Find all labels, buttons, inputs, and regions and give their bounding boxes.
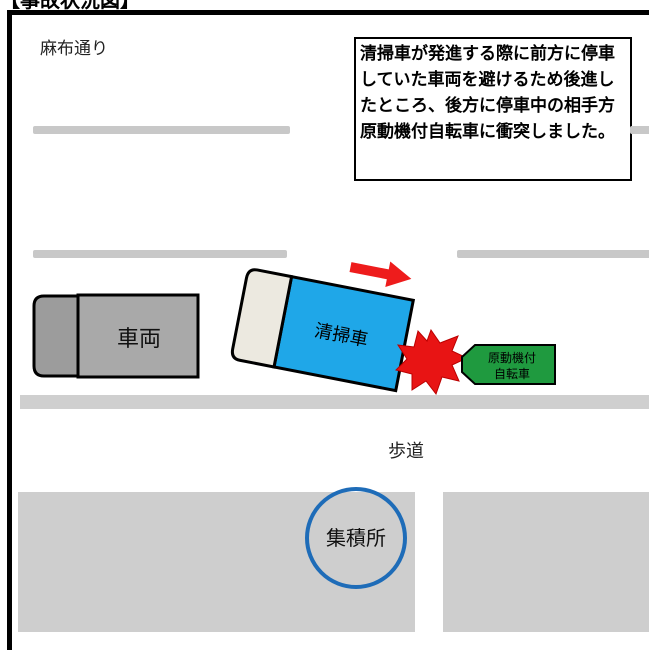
garbage-truck: 清掃車 [230,268,416,393]
lane-marking [33,126,290,134]
building-block-left [18,492,415,632]
collection-ring [305,487,407,589]
building-block-right [443,492,649,632]
moped-label-line1: 原動機付 [488,350,536,365]
lane-marking [457,250,649,258]
collection-point: 集積所 [305,487,407,589]
diagram-overlay: 車両 清掃車 原動機付 自転車 集積所 [32,261,556,589]
vehicle-cab [32,294,80,378]
parked-vehicle: 車両 [32,293,200,379]
impact-burst-icon [395,328,469,396]
moped-body [461,344,556,385]
truck-cab [230,268,294,369]
road-name-label: 麻布通り [40,39,108,59]
vehicle-label: 車両 [117,327,161,352]
sidewalk-label: 歩道 [388,441,424,462]
curb [20,395,649,409]
map-frame [7,10,649,650]
moped: 原動機付 自転車 [461,344,556,385]
lane-marking [33,250,287,258]
collection-label: 集積所 [326,526,386,550]
vehicle-body [76,293,200,379]
moped-label-line2: 自転車 [494,367,530,381]
description-box: 清掃車が発進する際に前方に停車していた車両を避けるため後進したところ、後方に停車… [354,37,632,181]
lane-marking [630,126,649,134]
diagram-title: 【事故状況図】 [0,0,140,12]
reverse-arrow-icon [349,261,412,288]
